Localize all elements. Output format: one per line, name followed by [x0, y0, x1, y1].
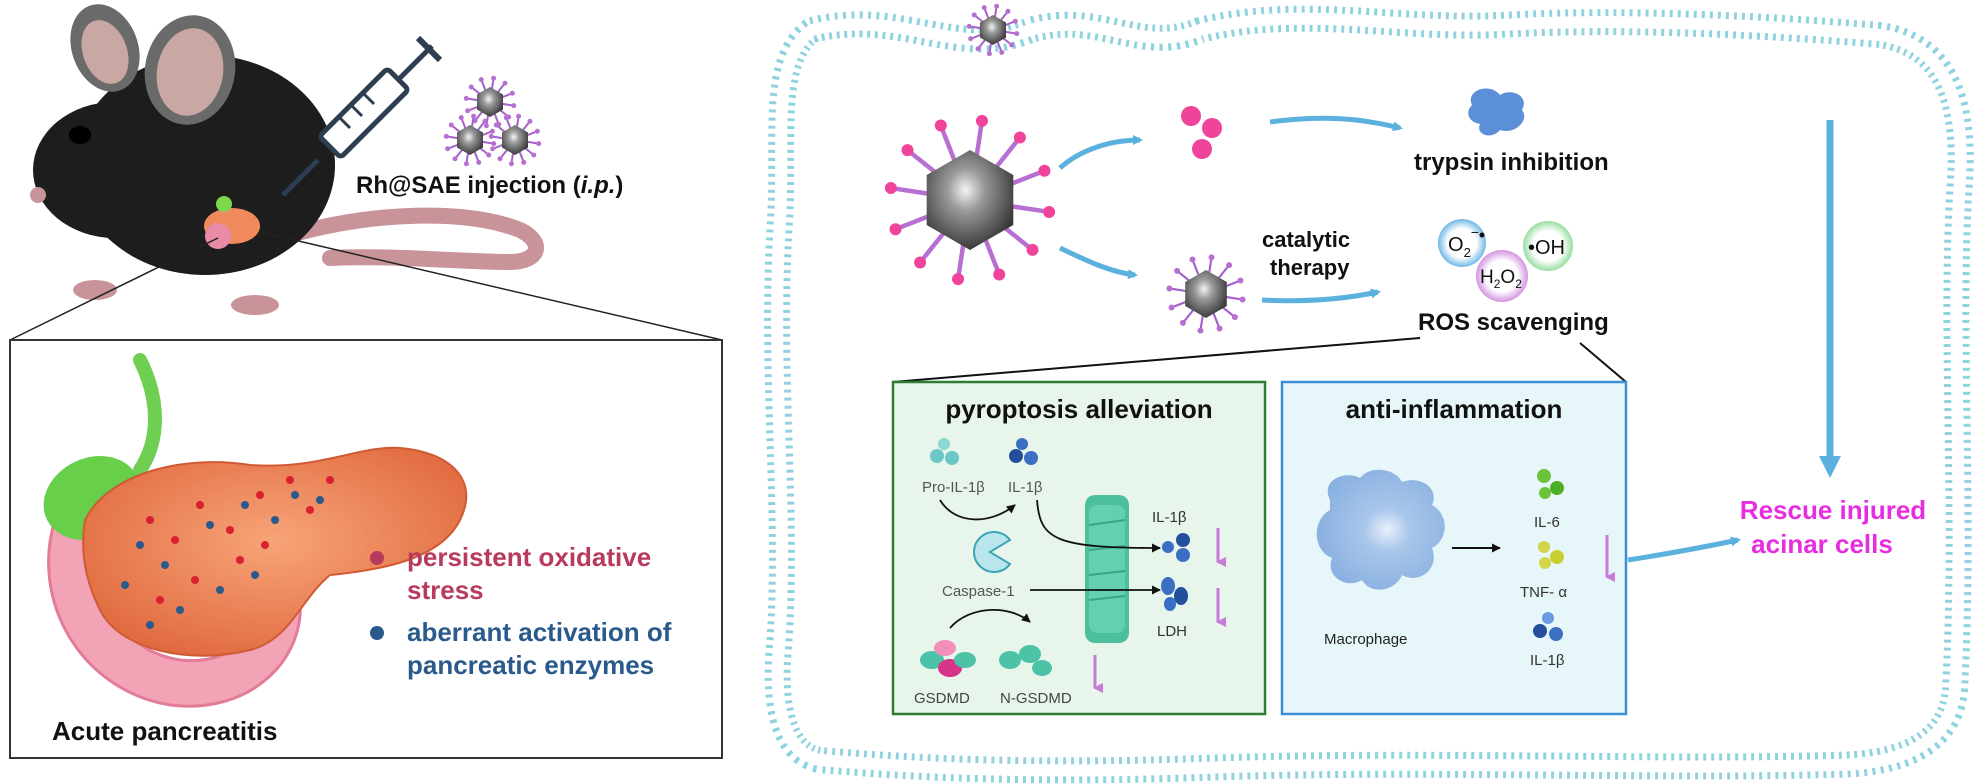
arrow-to-small-np [1058, 245, 1138, 280]
ros-to-infl-line [1579, 342, 1627, 383]
gsdmd-label: GSDMD [914, 690, 970, 707]
pro-il1b-label: Pro-IL-1β [922, 479, 985, 496]
macrophage-icon [1316, 469, 1445, 590]
bullet-1-line-1: persistent oxidative [407, 542, 651, 572]
arrow-to-pink-particles [1058, 135, 1143, 170]
il1b-particles-right [1162, 533, 1190, 562]
tnf-particles [1538, 541, 1564, 569]
nanoparticle-icon [884, 114, 1056, 286]
legend-bullets: persistent oxidative stress aberrant act… [370, 542, 672, 680]
rescue-label-line-2: acinar cells [1751, 529, 1893, 559]
pyroptosis-title: pyroptosis alleviation [945, 394, 1212, 424]
syringe-icon [281, 35, 443, 197]
cell-membrane-inner [771, 12, 1967, 777]
hydroxyl-label: •OH [1528, 237, 1565, 259]
arrow-to-trypsin [1269, 115, 1403, 132]
cleavage-arrow-top [939, 499, 1016, 521]
zoom-line-right [259, 231, 723, 341]
il6-particles [1537, 469, 1564, 499]
il6-label: IL-6 [1534, 514, 1560, 531]
injection-label: Rh@SAE injection (i.p.) [356, 172, 623, 199]
nanoparticle-icon [1166, 254, 1246, 334]
inflammation-to-rescue-arrow [1627, 536, 1741, 563]
caspase-label: Caspase-1 [942, 583, 1015, 600]
il1b-label-top: IL-1β [1008, 479, 1043, 496]
h2o2-label: H2O2 [1480, 267, 1522, 291]
pro-il1b-particles [930, 438, 959, 465]
nanoparticle-icon [966, 3, 1020, 57]
catalytic-therapy-line-1: catalytic [1262, 227, 1350, 252]
small-nanoparticle-on-membrane [966, 3, 1020, 57]
macrophage-label: Macrophage [1324, 631, 1407, 648]
bullet-1-line-2: stress [407, 575, 484, 605]
ldh-particles [1161, 577, 1188, 611]
nanoparticle-icon [463, 75, 517, 129]
il1b-label-right: IL-1β [1152, 509, 1187, 526]
trypsin-inhibition-label: trypsin inhibition [1414, 149, 1609, 176]
gsdmd-icon [920, 640, 976, 677]
h2o2-bubble [1476, 250, 1528, 302]
anti-inflammation-title: anti-inflammation [1346, 394, 1563, 424]
bullet-2-line-2: pancreatic enzymes [407, 650, 654, 680]
hydroxyl-bubble [1523, 221, 1573, 271]
il1b-release-arrow [1036, 499, 1161, 553]
rescue-label-line-1: Rescue injured [1740, 495, 1926, 525]
il1b-label-infl: IL-1β [1530, 652, 1565, 669]
tnf-label: TNF- α [1520, 584, 1567, 601]
pink-particles [1181, 106, 1222, 159]
acute-pancreatitis-title: Acute pancreatitis [52, 716, 277, 746]
large-nanoparticle [884, 114, 1056, 286]
superoxide-label: O2− [1448, 224, 1479, 260]
catalytic-therapy-line-2: therapy [1270, 255, 1350, 280]
oxidative-stress-bullet [370, 551, 384, 565]
pancreas-illustration [43, 353, 468, 708]
nanoparticle-cluster-icon [443, 75, 542, 167]
mouse-illustration [30, 4, 544, 315]
superoxide-bubble [1438, 219, 1486, 267]
il1b-particles-infl [1533, 612, 1563, 641]
arrow-to-ros [1261, 288, 1381, 304]
enzyme-activation-bullet [370, 626, 384, 640]
cleavage-arrow-bottom [949, 609, 1031, 629]
n-gsdmd-label: N-GSDMD [1000, 690, 1072, 707]
trypsin-protein-icon [1468, 88, 1525, 136]
gsdmd-pore-icon [1085, 495, 1129, 643]
ros-species: O2− •OH H2O2 [1438, 219, 1573, 302]
n-gsdmd-icon [999, 645, 1052, 676]
nanoparticle-icon [443, 113, 497, 167]
nanoparticle-icon [488, 113, 542, 167]
zoom-line-left [9, 237, 219, 341]
caspase-pacman-icon [973, 531, 1012, 573]
bullet-2-line-1: aberrant activation of [407, 617, 672, 647]
il1b-particles-top [1009, 438, 1038, 465]
ros-to-pyro-line [892, 337, 1421, 383]
small-nanoparticle [1166, 254, 1246, 334]
ldh-label: LDH [1157, 623, 1187, 640]
ros-scavenging-label: ROS scavenging [1418, 309, 1609, 336]
